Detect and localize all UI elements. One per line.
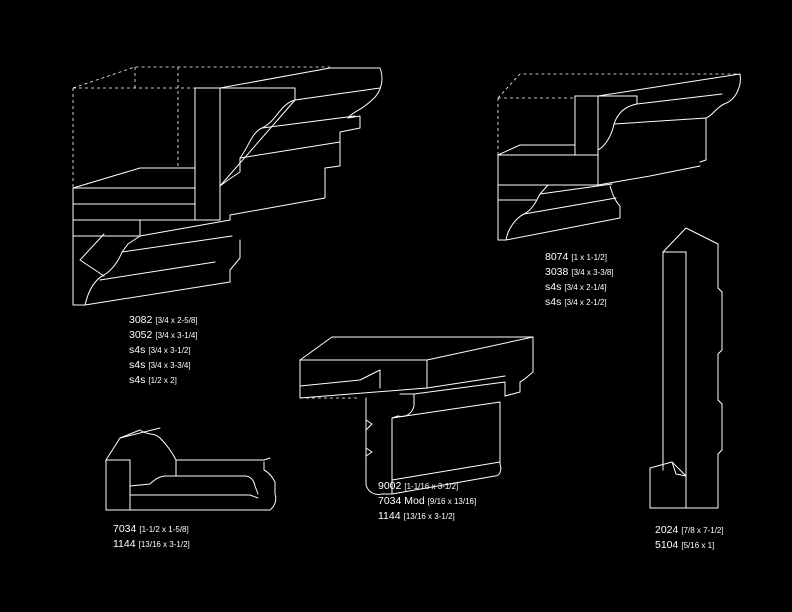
crown-assembly-2-drawing	[497, 73, 741, 241]
profile-dimension: [3/4 x 3-1/2]	[148, 346, 191, 355]
profile-dimension: [7/8 x 7-1/2]	[681, 526, 724, 535]
profile-code: 8074	[545, 251, 569, 263]
profile-code: 2024	[655, 524, 679, 536]
profile-code: s4s	[129, 374, 146, 386]
casing-assembly-drawing	[649, 227, 723, 509]
cap-assembly-drawing	[299, 336, 534, 495]
profile-dimension: [13/16 x 3-1/2]	[403, 512, 455, 521]
profile-dimension: [1 x 1-1/2]	[571, 253, 607, 262]
profile-dimension: [1/2 x 2]	[148, 376, 177, 385]
profile-code: 1144	[113, 538, 136, 550]
profile-code: 3052	[129, 329, 153, 341]
label-row: s4s[3/4 x 2-1/2]	[545, 295, 614, 310]
label-row: 1144[13/16 x 3-1/2]	[378, 509, 476, 524]
label-row: 8074[1 x 1-1/2]	[545, 250, 614, 265]
label-row: 7034[1-1/2 x 1-5/8]	[113, 522, 190, 537]
profile-code: 5104	[655, 539, 679, 551]
profile-dimension: [5/16 x 1]	[681, 541, 715, 550]
label-group-4: 7034[1-1/2 x 1-5/8] 1144[13/16 x 3-1/2]	[113, 522, 190, 552]
profile-dimension: [3/4 x 3-3/8]	[571, 268, 614, 277]
profile-code: 1144	[378, 510, 401, 522]
label-row: 7034 Mod[9/16 x 13/16]	[378, 494, 476, 509]
label-group-3: 9002[1-1/16 x 3-1/2] 7034 Mod[9/16 x 13/…	[378, 479, 476, 524]
profile-code: s4s	[129, 344, 146, 356]
label-row: 2024[7/8 x 7-1/2]	[655, 523, 724, 538]
label-group-1: 3082[3/4 x 2-5/8] 3052[3/4 x 3-1/4] s4s[…	[129, 313, 198, 388]
profile-code: 7034	[113, 523, 137, 535]
profile-dimension: [1-1/16 x 3-1/2]	[404, 482, 459, 491]
profile-dimension: [3/4 x 2-1/4]	[564, 283, 607, 292]
profile-code: s4s	[129, 359, 146, 371]
label-row: 3038[3/4 x 3-3/8]	[545, 265, 614, 280]
label-row: 3052[3/4 x 3-1/4]	[129, 328, 198, 343]
label-row: 1144[13/16 x 3-1/2]	[113, 537, 190, 552]
profile-code: 7034 Mod	[378, 495, 425, 507]
profile-dimension: [9/16 x 13/16]	[427, 497, 477, 506]
profile-dimension: [3/4 x 2-5/8]	[155, 316, 198, 325]
label-row: s4s[3/4 x 3-3/4]	[129, 358, 198, 373]
profile-dimension: [3/4 x 3-3/4]	[148, 361, 191, 370]
profile-code: s4s	[545, 281, 562, 293]
profile-dimension: [3/4 x 2-1/2]	[564, 298, 607, 307]
profile-dimension: [3/4 x 3-1/4]	[155, 331, 198, 340]
profile-dimension: [13/16 x 3-1/2]	[138, 540, 190, 549]
profile-code: 3082	[129, 314, 153, 326]
label-row: 9002[1-1/16 x 3-1/2]	[378, 479, 476, 494]
label-group-5: 2024[7/8 x 7-1/2] 5104[5/16 x 1]	[655, 523, 724, 553]
profile-code: 3038	[545, 266, 569, 278]
label-row: 3082[3/4 x 2-5/8]	[129, 313, 198, 328]
label-row: s4s[3/4 x 2-1/4]	[545, 280, 614, 295]
label-group-2: 8074[1 x 1-1/2] 3038[3/4 x 3-3/8] s4s[3/…	[545, 250, 614, 310]
label-row: 5104[5/16 x 1]	[655, 538, 724, 553]
label-row: s4s[1/2 x 2]	[129, 373, 198, 388]
profile-dimension: [1-1/2 x 1-5/8]	[139, 525, 189, 534]
profile-code: 9002	[378, 480, 402, 492]
profile-code: s4s	[545, 296, 562, 308]
crown-assembly-1-drawing	[72, 66, 383, 306]
base-assembly-drawing	[105, 427, 277, 511]
label-row: s4s[3/4 x 3-1/2]	[129, 343, 198, 358]
